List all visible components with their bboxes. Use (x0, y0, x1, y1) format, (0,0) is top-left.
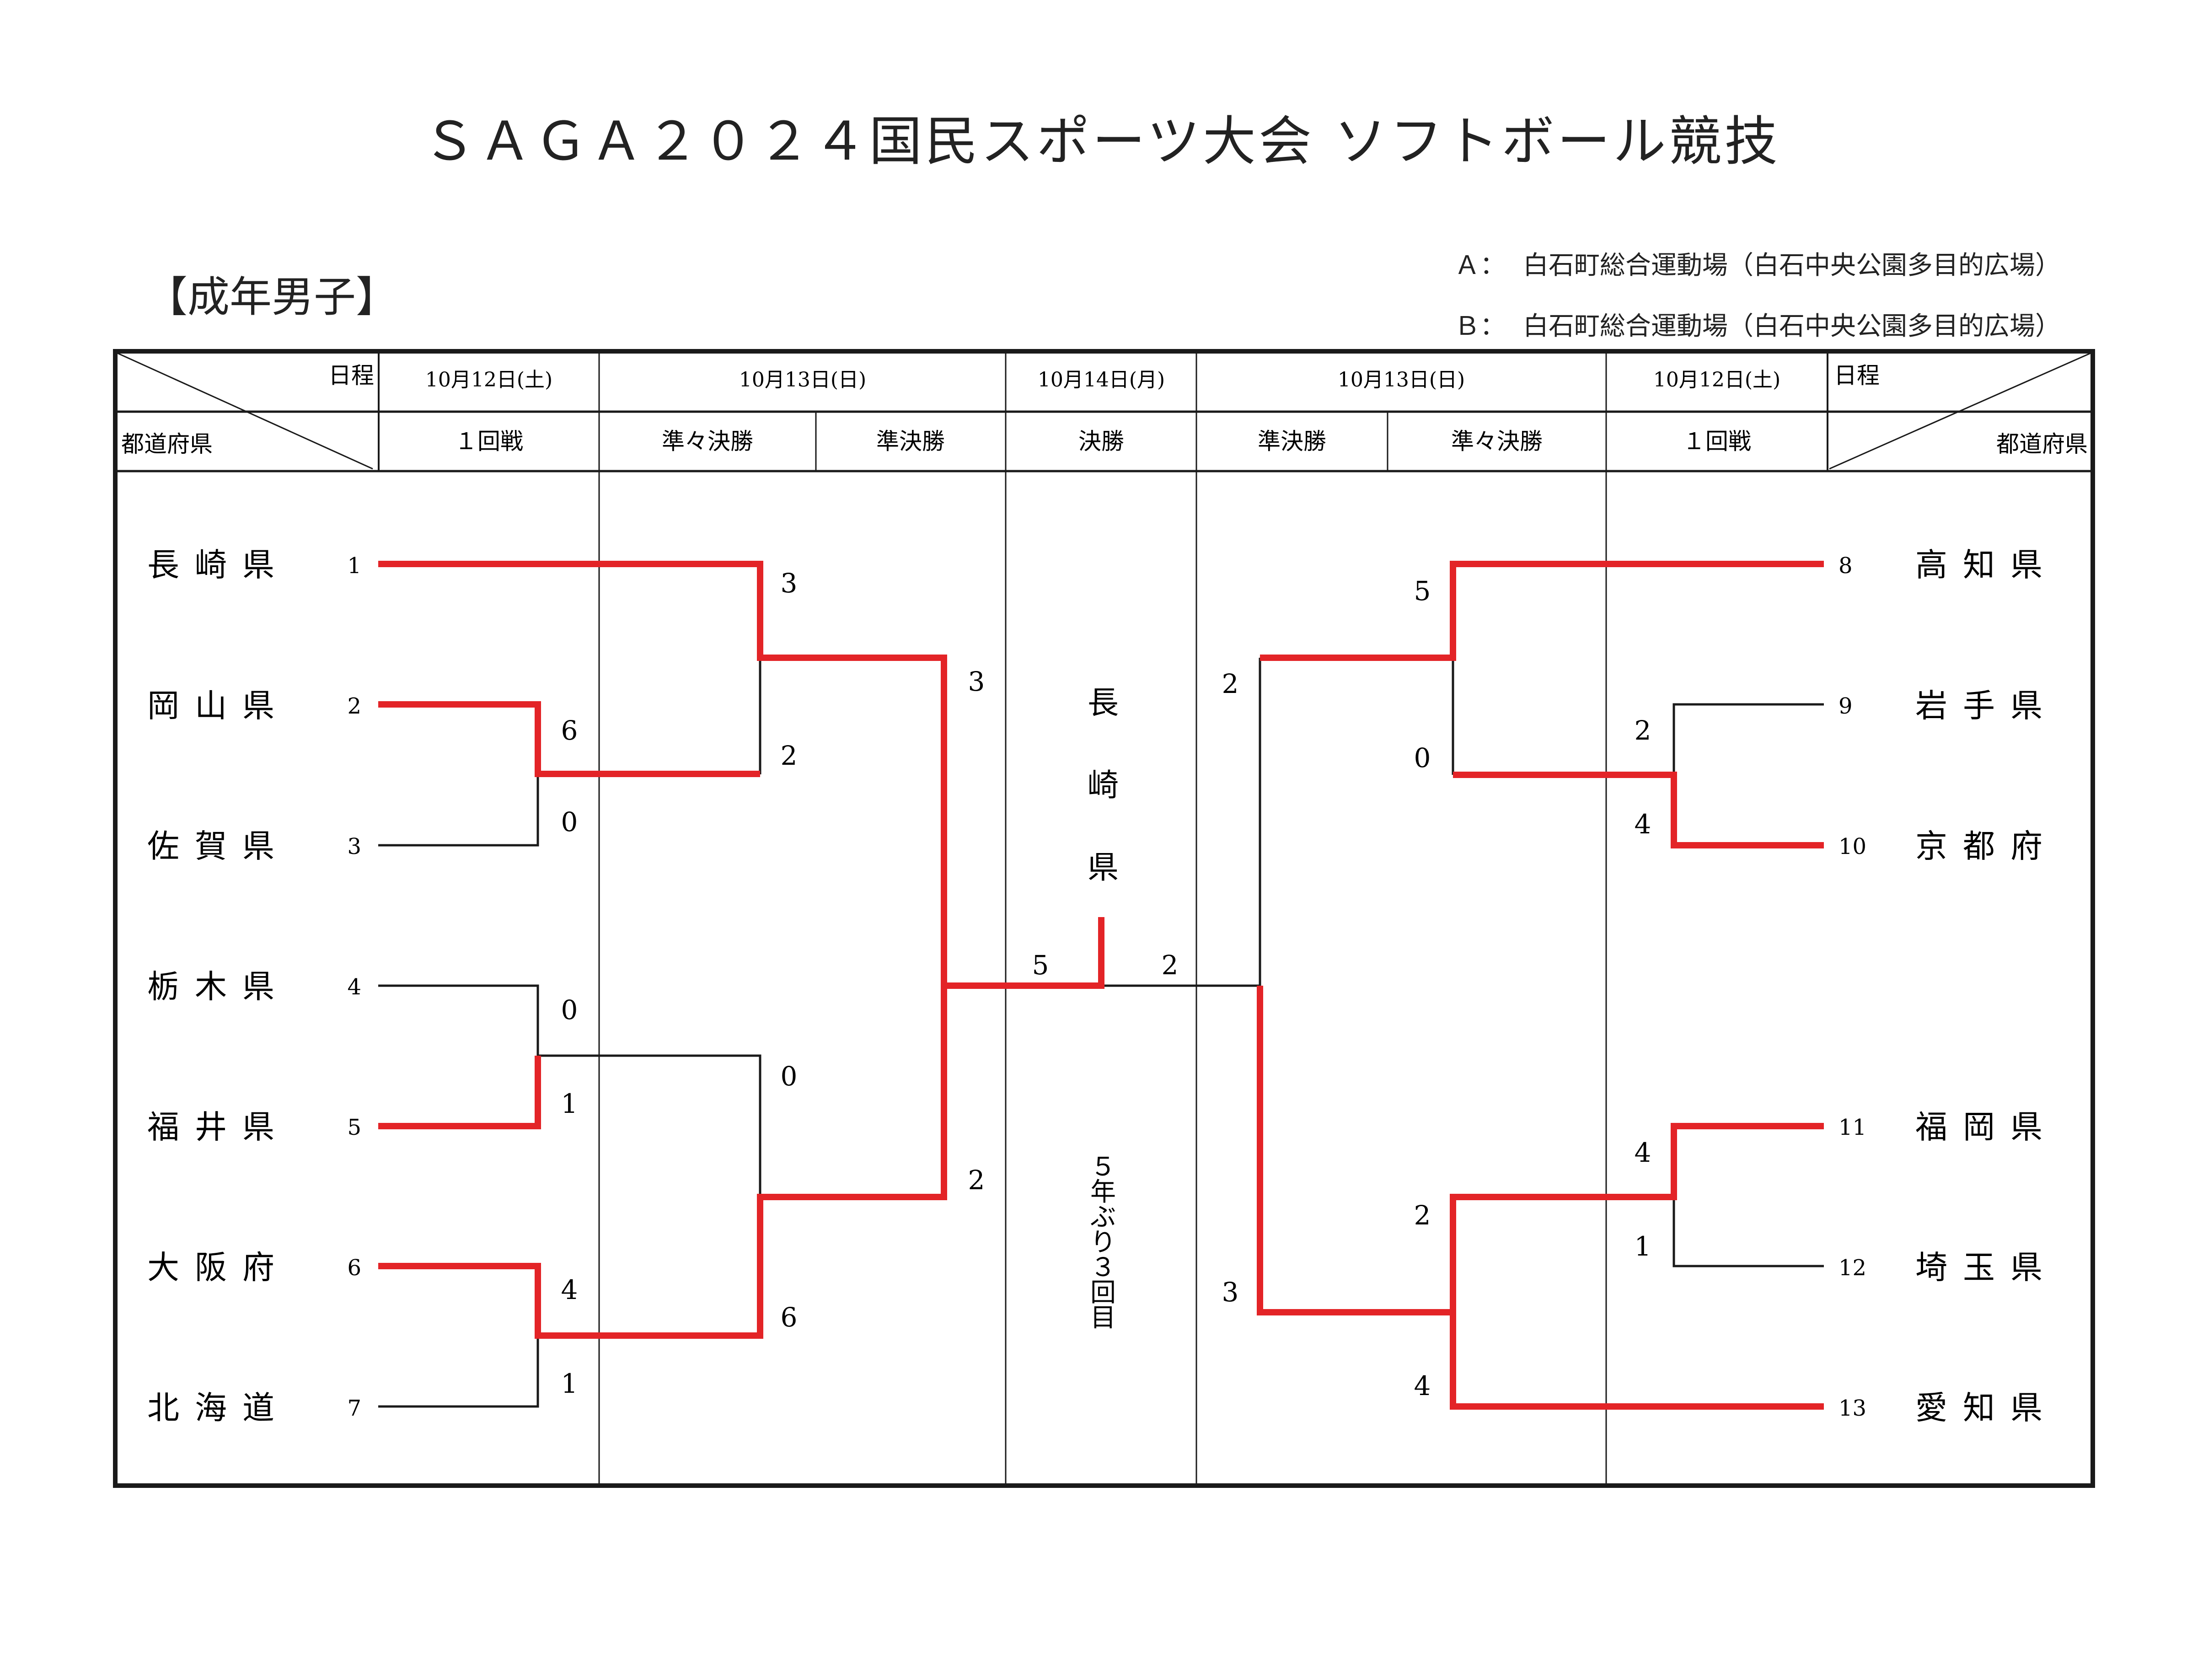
score-sf-left-away: 2 (968, 1165, 985, 1196)
bracket-grid (113, 349, 2095, 1488)
header-prefecture-label-left: 都道府県 (121, 431, 213, 457)
seed-left-2: 2 (347, 693, 361, 719)
champion-note-char: 年 (1090, 1177, 1116, 1207)
header-date-right-sf-qf: 10月13日(日) (1338, 368, 1465, 392)
score-r1-right-m2-away: 1 (1635, 1231, 1651, 1262)
champion-note-char: り (1090, 1228, 1116, 1257)
champion-name: 長崎県 (1088, 685, 1119, 886)
team-right-11: 福岡県 (1915, 1108, 2058, 1146)
venue-a-label: Ａ： (1454, 251, 1506, 280)
page-title: ＳＡＧＡ２０２４国民スポーツ大会 ソフトボール競技 (423, 111, 1780, 172)
header-round-right-r1: １回戦 (1683, 428, 1751, 455)
seed-right-13: 13 (1839, 1396, 1866, 1421)
champion-note-char: ５ (1090, 1152, 1116, 1182)
score-qf-left-m2-home: 0 (781, 1061, 798, 1092)
score-qf-right-m1-home: 5 (1414, 575, 1431, 607)
seed-left-5: 5 (347, 1115, 361, 1140)
team-left-6: 大阪府 (147, 1249, 290, 1286)
champion-name-char: 崎 (1088, 768, 1119, 804)
score-r1-left-m3-away: 1 (561, 1368, 578, 1399)
header-round-left-qf: 準々決勝 (662, 428, 753, 455)
score-r1-left-m3-home: 4 (561, 1274, 578, 1305)
score-final-left: 5 (1032, 950, 1049, 981)
team-right-10: 京都府 (1915, 827, 2058, 865)
header-schedule-label-right: 日程 (1834, 362, 1880, 389)
seed-left-1: 1 (347, 553, 361, 579)
header-round-right-sf: 準決勝 (1258, 428, 1326, 455)
venue-b-label: Ｂ： (1454, 311, 1506, 341)
score-r1-left-m2-away: 1 (561, 1088, 578, 1119)
seed-left-4: 4 (347, 974, 361, 1000)
seed-right-12: 12 (1839, 1255, 1866, 1281)
score-r1-left-m2-home: 0 (561, 994, 578, 1025)
seed-right-9: 9 (1839, 693, 1853, 719)
team-right-9: 岩手県 (1915, 687, 2058, 725)
score-qf-left-m1-home: 3 (781, 568, 798, 599)
team-right-13: 愛知県 (1915, 1389, 2058, 1427)
score-sf-right-home: 2 (1222, 668, 1239, 699)
score-r1-right-m2-home: 4 (1635, 1137, 1651, 1168)
team-left-2: 岡山県 (147, 687, 290, 725)
seed-left-3: 3 (347, 834, 361, 859)
team-left-5: 福井県 (147, 1108, 290, 1146)
seed-right-8: 8 (1839, 553, 1853, 579)
header-schedule-label-left: 日程 (328, 362, 374, 389)
seed-right-10: 10 (1839, 834, 1866, 859)
champion-note-char: 目 (1090, 1303, 1116, 1333)
header-round-final: 決勝 (1078, 428, 1124, 455)
champion-name-char: 県 (1088, 850, 1119, 886)
team-left-1: 長崎県 (147, 546, 290, 584)
header-date-final: 10月14日(月) (1038, 368, 1165, 392)
venue-b: Ｂ： 白石町総合運動場（白石中央公園多目的広場） (1454, 306, 2061, 343)
score-final-right: 2 (1162, 950, 1179, 981)
score-r1-left-m1-away: 0 (561, 806, 578, 837)
seed-right-11: 11 (1839, 1115, 1866, 1140)
scores: 6 0 0 1 4 1 3 2 0 6 3 2 5 2 2 3 5 0 2 4 … (561, 568, 1651, 1401)
venue-b-name: 白石町総合運動場（白石中央公園多目的広場） (1523, 311, 2061, 341)
score-r1-left-m1-home: 6 (561, 715, 578, 746)
venue-a-name: 白石町総合運動場（白石中央公園多目的広場） (1523, 251, 2061, 280)
score-qf-right-m1-away: 0 (1414, 742, 1431, 773)
champion-note-char: ３ (1090, 1253, 1116, 1283)
header-date-left-r1: 10月12日(土) (425, 368, 552, 392)
header-round-left-r1: １回戦 (455, 428, 523, 455)
team-left-4: 栃木県 (147, 968, 290, 1005)
score-qf-left-m1-away: 2 (781, 740, 798, 771)
winner-lines (378, 561, 1824, 1410)
score-r1-right-m1-away: 4 (1635, 809, 1651, 840)
score-sf-right-away: 3 (1222, 1277, 1239, 1308)
left-teams: 長崎県 岡山県 佐賀県 栃木県 福井県 大阪府 北海道 1 2 3 4 5 6 … (147, 546, 361, 1427)
champion-note-char: ぶ (1090, 1202, 1116, 1232)
score-r1-right-m1-home: 2 (1635, 715, 1651, 746)
header-round-left-sf: 準決勝 (876, 428, 945, 455)
category-label: 【成年男子】 (145, 273, 398, 322)
team-left-3: 佐賀県 (147, 827, 290, 865)
team-left-7: 北海道 (147, 1389, 290, 1427)
header-prefecture-label-right: 都道府県 (1996, 431, 2088, 457)
team-right-12: 埼玉県 (1915, 1249, 2058, 1286)
score-qf-right-m2-away: 4 (1414, 1370, 1431, 1401)
seed-left-6: 6 (347, 1255, 361, 1281)
header-date-left-qf-sf: 10月13日(日) (739, 368, 866, 392)
team-right-8: 高知県 (1915, 546, 2058, 584)
score-sf-left-home: 3 (968, 666, 985, 697)
score-qf-left-m2-away: 6 (781, 1302, 798, 1333)
champion-name-char: 長 (1088, 685, 1119, 721)
venue-a: Ａ： 白石町総合運動場（白石中央公園多目的広場） (1454, 245, 2061, 282)
score-qf-right-m2-home: 2 (1414, 1200, 1431, 1231)
header-round-right-qf: 準々決勝 (1451, 428, 1543, 455)
champion-note-char: 回 (1090, 1278, 1116, 1308)
right-teams: 高知県 岩手県 京都府 福岡県 埼玉県 愛知県 8 9 10 11 12 13 (1839, 546, 2058, 1427)
header-date-right-r1: 10月12日(土) (1653, 368, 1780, 392)
seed-left-7: 7 (347, 1396, 361, 1421)
